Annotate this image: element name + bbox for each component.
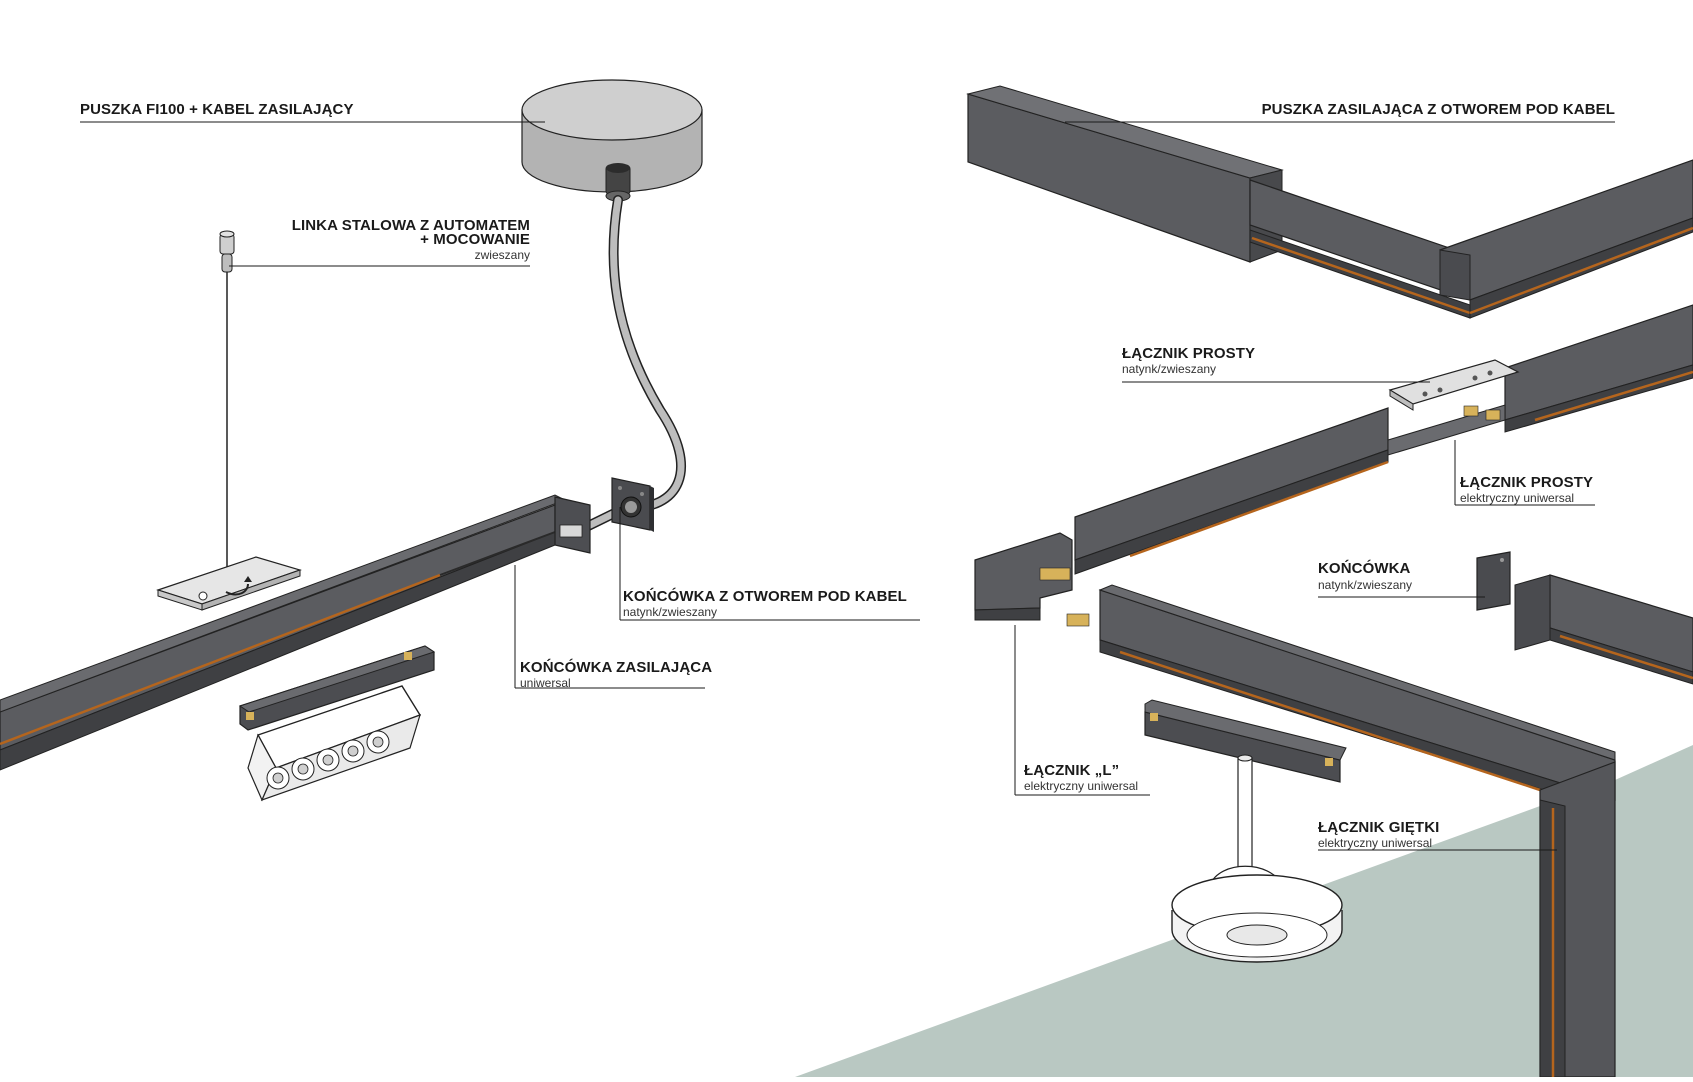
label-lacznik-prosty-2: ŁĄCZNIK PROSTY (1460, 474, 1594, 491)
l-corner-connector (974, 532, 1090, 627)
end-cap-with-hole (611, 477, 654, 532)
label-koncowka-zasilajaca-sub: uniwersal (520, 676, 571, 690)
track-rail-left (0, 494, 591, 771)
label-lacznik-gietki: ŁĄCZNIK GIĘTKI (1318, 819, 1440, 836)
power-cable (575, 195, 687, 535)
label-lacznik-prosty-1: ŁĄCZNIK PROSTY (1122, 345, 1256, 362)
pendant-light (1144, 699, 1347, 963)
label-lacznik-prosty-2-sub: elektryczny uniwersal (1460, 491, 1575, 505)
mounting-plate (156, 556, 302, 611)
label-lacznik-l-sub: elektryczny uniwersal (1024, 779, 1139, 793)
canopy-fi100 (521, 79, 703, 202)
label-linka-sub: zwieszany (474, 248, 530, 262)
wall (795, 745, 1693, 1077)
label-lacznik-prosty-1-sub: natynk/zwieszany (1122, 362, 1217, 376)
power-cable-inner (576, 196, 685, 534)
track-rail-diagonal (1074, 304, 1693, 575)
steel-wire-hanger (219, 230, 235, 570)
track-rail-front (1098, 584, 1616, 1078)
straight-connector-plate (1388, 359, 1520, 411)
label-koncowka-zasilajaca: KOŃCÓWKA ZASILAJĄCA (520, 659, 713, 676)
spot-light-module (238, 645, 436, 802)
label-lacznik-l: ŁĄCZNIK „L” (1024, 762, 1120, 779)
label-lacznik-gietki-sub: elektryczny uniwersal (1318, 836, 1433, 850)
label-linka-line2: + MOCOWANIE (420, 231, 530, 248)
label-puszka-zasilajaca: PUSZKA ZASILAJĄCA Z OTWOREM POD KABEL (1261, 101, 1615, 118)
track-rail-right (1514, 574, 1693, 685)
track-rail-top (1249, 159, 1693, 319)
label-puszka-fi100: PUSZKA FI100 + KABEL ZASILAJĄCY (80, 101, 354, 118)
label-koncowka-otwor-sub: natynk/zwieszany (623, 605, 718, 619)
ceiling-feed-box (966, 85, 1284, 263)
label-koncowka-otwor: KOŃCÓWKA Z OTWOREM POD KABEL (623, 588, 907, 605)
label-linka-line1: LINKA STALOWA Z AUTOMATEM (291, 217, 530, 234)
leader-lines (80, 121, 1615, 851)
end-cap (1476, 551, 1511, 611)
label-koncowka-sub: natynk/zwieszany (1318, 578, 1413, 592)
label-koncowka: KOŃCÓWKA (1318, 560, 1411, 577)
